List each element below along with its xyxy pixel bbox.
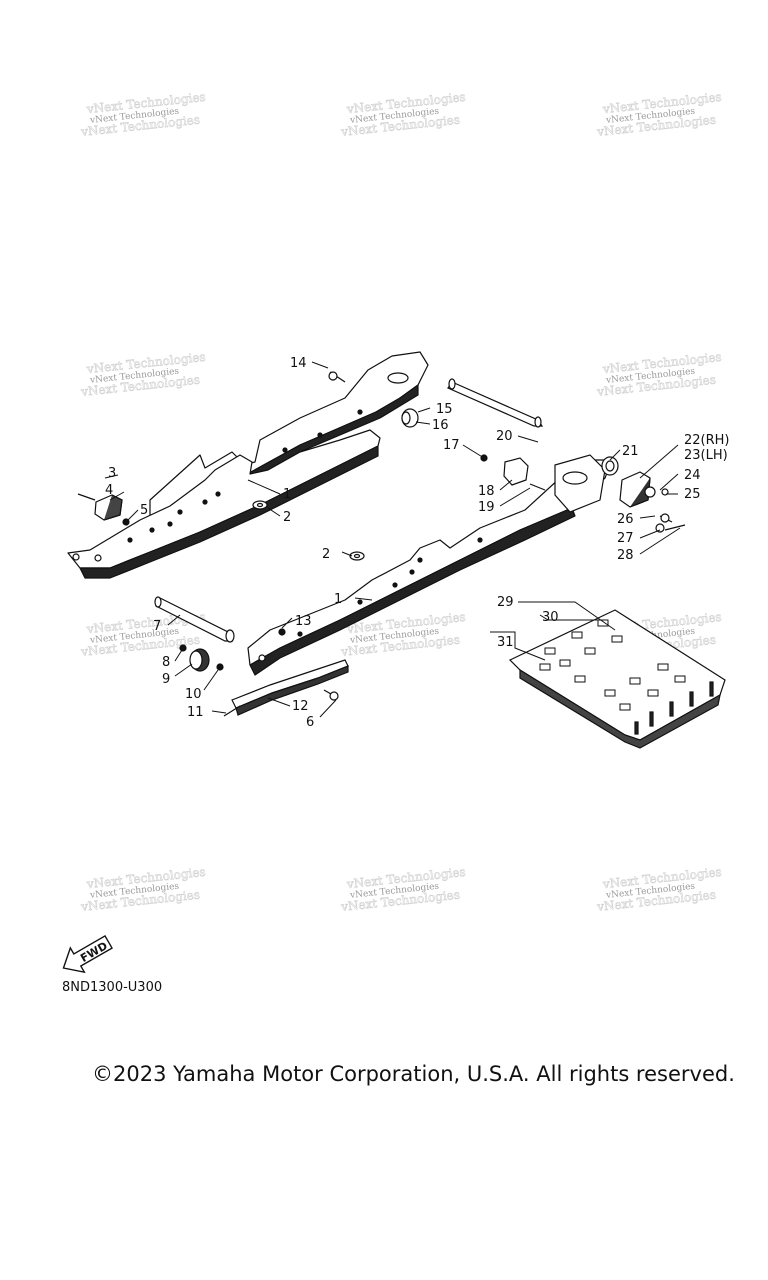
callout-16: 16 [432, 418, 449, 433]
rear-axle [447, 378, 544, 428]
washer [349, 551, 365, 561]
callout-17: 17 [443, 438, 460, 453]
callout-21: 21 [622, 444, 639, 459]
callout-1-front: 1 [334, 592, 342, 607]
front-axle [154, 596, 235, 643]
wear-strip [231, 659, 349, 716]
callout-4: 4 [105, 483, 113, 498]
stopper-block [94, 494, 123, 521]
callout-3: 3 [108, 466, 116, 481]
watermark: vNext Technologies vNext Technologies vN… [79, 864, 206, 914]
bushing [601, 456, 619, 476]
callout-18: 18 [478, 484, 495, 499]
callout-26: 26 [617, 512, 634, 527]
watermark: vNext Technologies vNext Technologies vN… [595, 89, 722, 139]
callout-30: 30 [542, 610, 559, 625]
watermark: vNext Technologies vNext Technologies vN… [339, 864, 466, 914]
rear-upright-right [554, 454, 606, 513]
slide-rail-front [67, 429, 381, 579]
washer [252, 500, 268, 510]
callout-23: 23(LH) [684, 448, 728, 463]
callout-1-rear: 1 [283, 487, 291, 502]
diagram-part-code: 8ND1300-U300 [62, 980, 163, 995]
callout-13: 13 [295, 614, 312, 629]
idler-wheel [189, 648, 210, 672]
callout-2-rear: 2 [283, 510, 291, 525]
callout-5: 5 [140, 503, 148, 518]
callout-28: 28 [617, 548, 634, 563]
callout-27: 27 [617, 531, 634, 546]
watermark: vNext Technologies vNext Technologies vN… [79, 89, 206, 139]
callout-15: 15 [436, 402, 453, 417]
watermark: vNext Technologies vNext Technologies vN… [595, 864, 722, 914]
callout-11: 11 [187, 705, 204, 720]
leader-lines [104, 361, 681, 718]
callout-12: 12 [292, 699, 309, 714]
bumper-block [503, 457, 529, 486]
callout-19: 19 [478, 500, 495, 515]
callout-22: 22(RH) [684, 433, 730, 448]
callout-8: 8 [162, 655, 170, 670]
callout-31: 31 [497, 635, 514, 650]
callout-labels: 1 1 2 2 3 4 5 6 7 8 9 10 11 12 13 14 15 … [105, 356, 730, 730]
watermark: vNext Technologies vNext Technologies vN… [79, 349, 206, 399]
track [508, 609, 726, 749]
copyright-notice: ©2023 Yamaha Motor Corporation, U.S.A. A… [92, 1062, 735, 1086]
callout-20: 20 [496, 429, 513, 444]
fwd-arrow-icon: FWD [62, 934, 113, 974]
callout-6: 6 [306, 715, 314, 730]
callout-2-front: 2 [322, 547, 330, 562]
track-callout-lines [490, 601, 616, 661]
callout-25: 25 [684, 487, 701, 502]
collar [401, 408, 419, 428]
callout-9: 9 [162, 672, 170, 687]
adjuster-block [619, 471, 651, 508]
watermark: vNext Technologies vNext Technologies vN… [595, 349, 722, 399]
callout-29: 29 [497, 595, 514, 610]
callout-10: 10 [185, 687, 202, 702]
callout-14: 14 [290, 356, 307, 371]
watermark: vNext Technologies vNext Technologies vN… [339, 89, 466, 139]
callout-24: 24 [684, 468, 701, 483]
callout-7: 7 [153, 619, 161, 634]
